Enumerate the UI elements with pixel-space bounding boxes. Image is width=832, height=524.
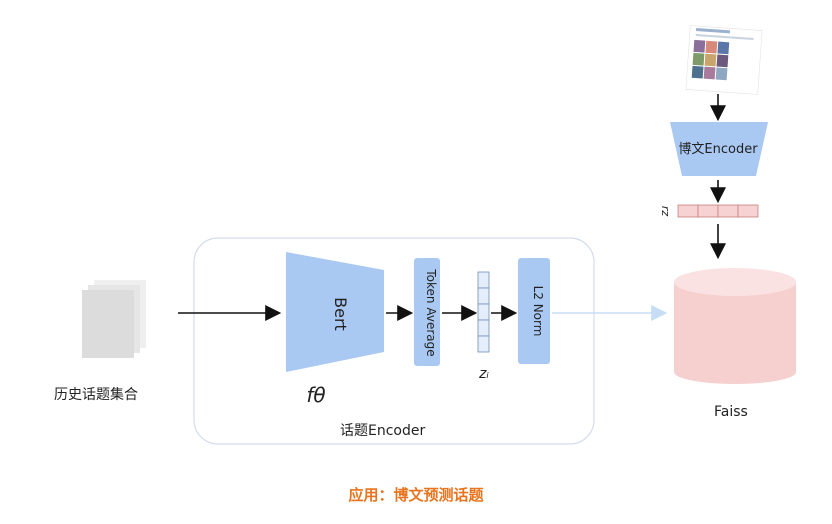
faiss-label: Faiss (714, 404, 748, 420)
history-topics-label: 历史话题集合 (54, 387, 138, 403)
faiss-database-icon (674, 268, 796, 384)
post-embedding-vector (677, 204, 759, 218)
token-average-block (414, 258, 440, 366)
post-screenshot-thumbnail (685, 25, 763, 95)
bert-param-label: fθ (306, 383, 325, 407)
topic-embedding-vector (477, 271, 490, 353)
topic-encoder-frame (193, 237, 595, 445)
document-stack-icon (82, 280, 146, 358)
post-encoder-label: 博文Encoder (678, 142, 758, 157)
l2-norm-block (518, 258, 550, 364)
post-encoder-block (670, 122, 768, 176)
post-embedding-label: rz (659, 206, 672, 217)
bert-block (286, 252, 384, 372)
token-average-label: Token Average (424, 268, 438, 356)
topic-embedding-label: zᵢ (478, 366, 489, 382)
bert-label: Bert (331, 297, 350, 331)
caption: 应用：博文预测话题 (348, 486, 484, 504)
l2-norm-label: L2 Norm (531, 286, 545, 337)
topic-encoder-label: 话题Encoder (340, 423, 426, 439)
